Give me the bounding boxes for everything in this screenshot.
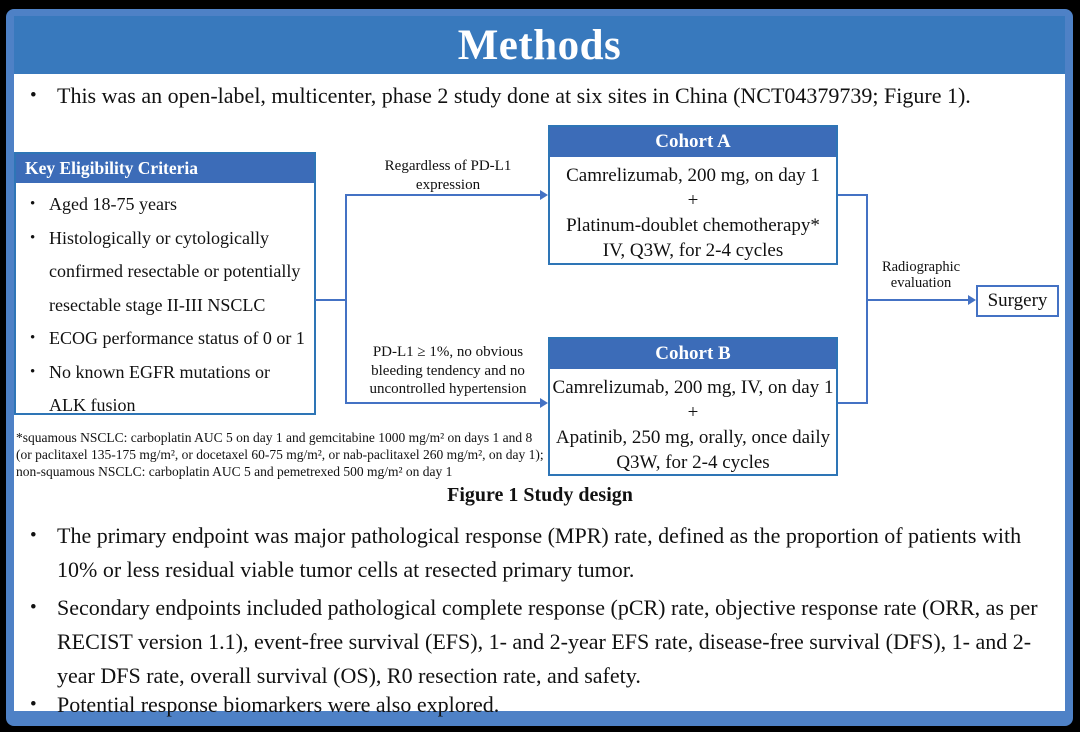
eligibility-item: • ECOG performance status of 0 or 1 xyxy=(16,322,310,356)
eligibility-item-text: Aged 18-75 years xyxy=(49,194,177,214)
secondary-endpoints-text: Secondary endpoints included pathologica… xyxy=(57,595,1038,688)
cohort-a-header: Cohort A xyxy=(550,127,836,157)
arrow-head-icon xyxy=(540,190,548,200)
bullet-marker: • xyxy=(30,85,37,106)
surgery-label: Surgery xyxy=(987,290,1048,311)
cohort-a-line: IV, Q3W, for 2-4 cycles xyxy=(602,240,784,261)
connector-line xyxy=(345,194,347,404)
bullet-marker: • xyxy=(30,525,37,546)
cohort-b-header: Cohort B xyxy=(550,339,836,369)
eligibility-item-text: ECOG performance status of 0 or 1 xyxy=(49,328,305,348)
bullet-marker: • xyxy=(30,229,36,246)
surgery-box: Surgery xyxy=(976,285,1059,317)
bullet-marker: • xyxy=(30,363,36,380)
bullet-marker: • xyxy=(30,597,37,618)
cohort-b-line: Apatinib, 250 mg, orally, once daily xyxy=(555,427,831,448)
biomarkers-text: Potential response biomarkers were also … xyxy=(57,692,500,717)
primary-endpoint-bullet-row: • The primary endpoint was major patholo… xyxy=(30,519,1048,587)
bullet-marker: • xyxy=(30,196,36,212)
cohort-b-line: Q3W, for 2-4 cycles xyxy=(616,452,770,473)
secondary-endpoints-bullet-row: • Secondary endpoints included pathologi… xyxy=(30,591,1048,693)
eligibility-item: • Histologically or cytologically confir… xyxy=(16,222,310,323)
cohort-a-line: Platinum-doublet chemotherapy* xyxy=(566,215,820,236)
cohort-a-box: Cohort A Camrelizumab, 200 mg, on day 1 … xyxy=(548,125,838,265)
eligibility-header: Key Eligibility Criteria xyxy=(16,154,314,183)
biomarkers-bullet-row: • Potential response biomarkers were als… xyxy=(30,688,1048,722)
cohort-b-line: Camrelizumab, 200 mg, IV, on day 1 xyxy=(552,377,834,398)
figure-footnote: *squamous NSCLC: carboplatin AUC 5 on da… xyxy=(16,430,544,479)
connector-line xyxy=(345,402,541,404)
arrow-head-icon xyxy=(968,295,976,305)
cohort-a-line: + xyxy=(687,190,699,211)
page-title: Methods xyxy=(457,21,622,69)
eligibility-item: • No known EGFR mutations or ALK fusion xyxy=(16,356,310,423)
intro-bullet-row: • This was an open-label, multicenter, p… xyxy=(30,79,1050,113)
radiographic-evaluation-label: Radiographic evaluation xyxy=(881,259,961,291)
intro-text: This was an open-label, multicenter, pha… xyxy=(57,83,971,108)
bullet-marker: • xyxy=(30,330,36,346)
eligibility-list: • Aged 18-75 years • Histologically or c… xyxy=(16,183,314,423)
eligibility-item-text: Histologically or cytologically confirme… xyxy=(49,227,301,315)
primary-endpoint-text: The primary endpoint was major pathologi… xyxy=(57,523,1022,582)
connector-line xyxy=(838,194,868,196)
bullet-marker: • xyxy=(30,694,37,715)
slide-title-bar: Methods xyxy=(14,16,1065,74)
connector-line xyxy=(838,402,868,404)
cohort-b-body: Camrelizumab, 200 mg, IV, on day 1 + Apa… xyxy=(550,369,836,475)
cohort-b-line: + xyxy=(687,402,699,423)
connector-line xyxy=(866,299,968,301)
branch-b-condition-label: PD-L1 ≥ 1%, no obvious bleeding tendency… xyxy=(369,344,527,397)
connector-line xyxy=(345,194,541,196)
eligibility-box: Key Eligibility Criteria • Aged 18-75 ye… xyxy=(14,152,316,415)
cohort-a-body: Camrelizumab, 200 mg, on day 1 + Platinu… xyxy=(550,157,836,263)
figure-caption: Figure 1 Study design xyxy=(447,484,633,506)
arrow-head-icon xyxy=(540,398,548,408)
connector-line xyxy=(315,299,346,301)
eligibility-item: • Aged 18-75 years xyxy=(16,188,310,222)
cohort-a-line: Camrelizumab, 200 mg, on day 1 xyxy=(566,165,820,186)
branch-a-condition-label: Regardless of PD-L1 expression xyxy=(384,158,512,193)
eligibility-item-text: No known EGFR mutations or ALK fusion xyxy=(49,361,271,416)
cohort-b-box: Cohort B Camrelizumab, 200 mg, IV, on da… xyxy=(548,337,838,476)
